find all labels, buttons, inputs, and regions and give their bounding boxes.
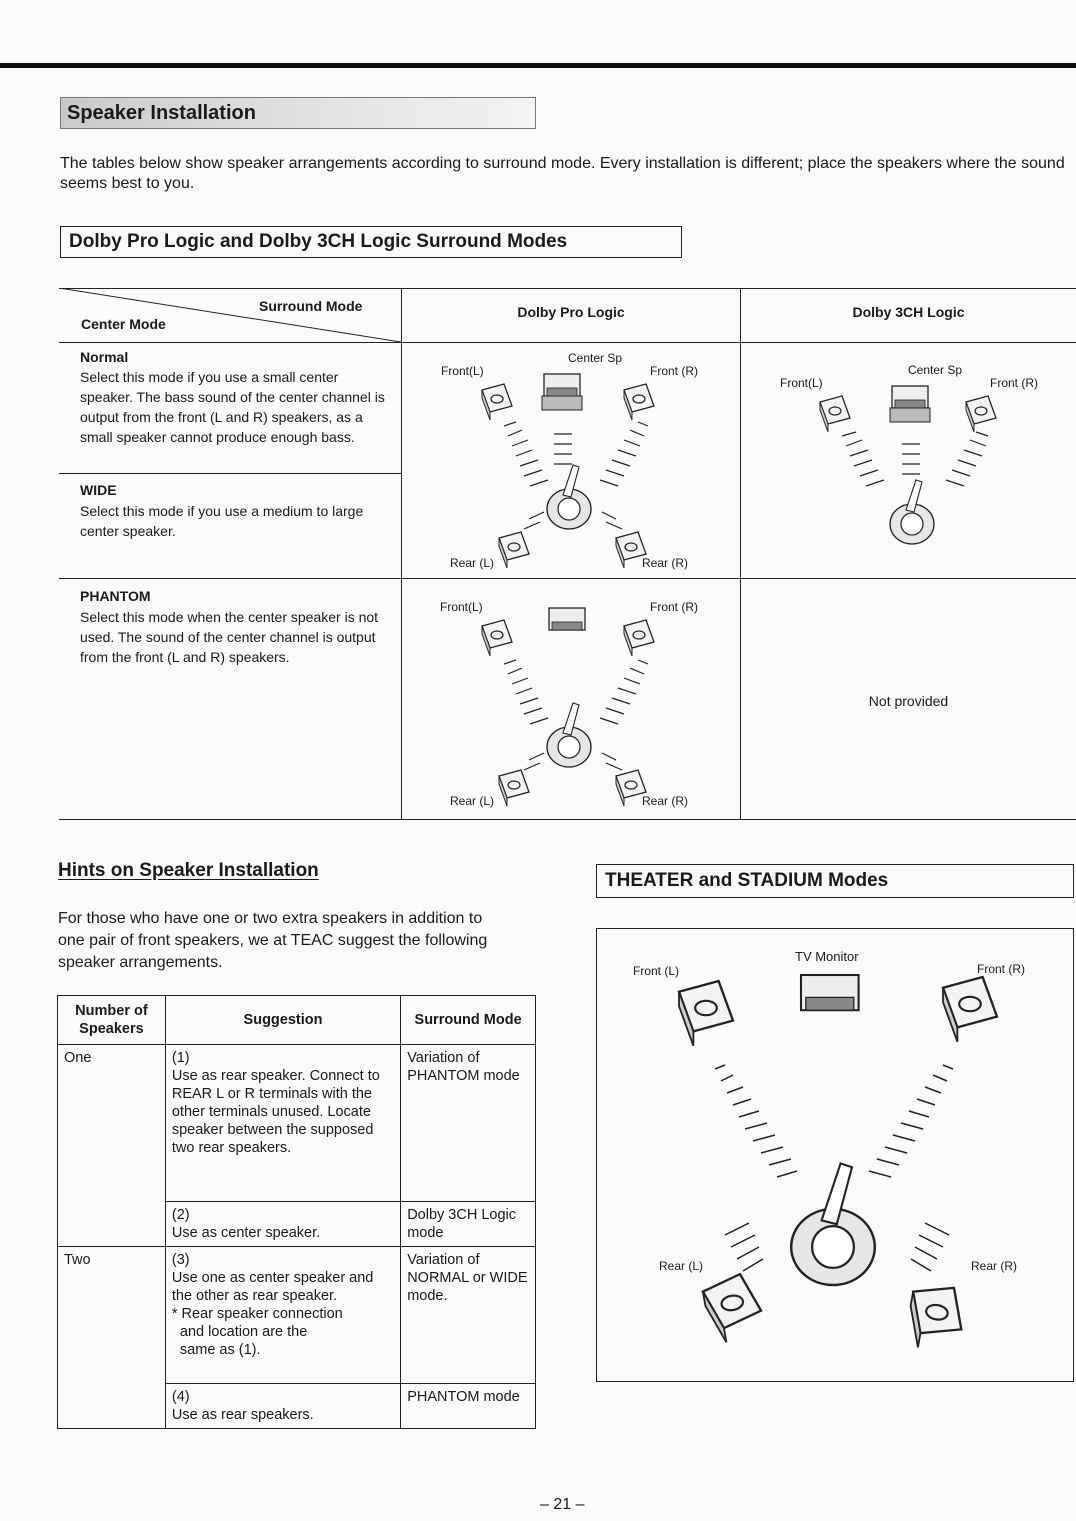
col-dolby-pro-logic: Dolby Pro Logic <box>402 304 740 320</box>
label-rear-l: Rear (L) <box>450 556 494 570</box>
center-speaker-icon <box>890 408 930 422</box>
mode-desc-wide: Select this mode if you use a medium to … <box>80 501 385 541</box>
speaker-rear-l-icon <box>701 1272 765 1345</box>
hints-paragraph: For those who have one or two extra spea… <box>58 908 508 974</box>
label-front-l: Front(L) <box>441 364 484 378</box>
speaker-rear-r-icon <box>904 1281 968 1354</box>
label-tv-monitor: TV Monitor <box>795 949 859 964</box>
cell-suggestion: (1) Use as rear speaker. Connect to REAR… <box>165 1045 400 1202</box>
table-rule <box>401 288 402 820</box>
speaker-front-l-icon <box>679 981 733 1046</box>
cell-mode: Dolby 3CH Logic mode <box>401 1202 536 1247</box>
theater-diagram-box: TV Monitor Front (L) Front (R) Rear (L) … <box>596 928 1074 1382</box>
label-front-r: Front (R) <box>650 600 698 614</box>
cell-suggestion: (4) Use as rear speakers. <box>165 1384 400 1429</box>
listener-icon <box>890 480 934 544</box>
label-rear-r: Rear (R) <box>642 556 688 570</box>
table-rule <box>740 288 741 820</box>
mode-title-normal: Normal <box>80 347 128 367</box>
page-number: – 21 – <box>540 1496 584 1514</box>
hints-title: Hints on Speaker Installation <box>58 860 319 882</box>
table-rule <box>59 473 401 474</box>
label-front-r: Front (R) <box>990 376 1038 390</box>
speaker-front-l-icon <box>482 384 512 420</box>
cell-suggestion: (3) Use one as center speaker and the ot… <box>165 1247 400 1384</box>
tv-icon <box>544 374 580 396</box>
center-speaker-icon <box>542 396 582 410</box>
label-front-l: Front(L) <box>440 600 483 614</box>
cell-suggestion: (2) Use as center speaker. <box>165 1202 400 1247</box>
speaker-front-r-icon <box>966 396 996 432</box>
label-rear-r: Rear (R) <box>642 794 688 808</box>
theater-stadium-heading: THEATER and STADIUM Modes <box>596 864 1074 898</box>
theater-diagram <box>597 929 1073 1381</box>
table-row: One (1) Use as rear speaker. Connect to … <box>58 1045 536 1202</box>
speaker-front-l-icon <box>820 396 850 432</box>
corner-surround-mode: Surround Mode <box>259 296 362 316</box>
cell-mode: Variation of NORMAL or WIDE mode. <box>401 1247 536 1384</box>
top-rule <box>0 63 1076 68</box>
corner-center-mode: Center Mode <box>81 314 166 334</box>
label-front-r: Front (R) <box>650 364 698 378</box>
mode-desc-phantom: Select this mode when the center speaker… <box>80 607 385 667</box>
cell-number: One <box>58 1045 166 1247</box>
cell-mode: Variation of PHANTOM mode <box>401 1045 536 1202</box>
tv-monitor-icon <box>801 975 859 1010</box>
mode-title-wide: WIDE <box>80 480 117 500</box>
listener-icon <box>547 465 591 529</box>
table-header-row: Number of Speakers Suggestion Surround M… <box>58 996 536 1045</box>
speaker-rear-l-icon <box>499 532 529 568</box>
speaker-front-r-icon <box>943 977 997 1042</box>
label-rear-l: Rear (L) <box>450 794 494 808</box>
header-suggestion: Suggestion <box>165 996 400 1045</box>
dolby-modes-heading: Dolby Pro Logic and Dolby 3CH Logic Surr… <box>60 226 682 258</box>
col-dolby-3ch-logic: Dolby 3CH Logic <box>741 304 1076 320</box>
label-center-sp: Center Sp <box>908 363 962 377</box>
table-rule <box>59 819 1076 820</box>
cell-number: Two <box>58 1247 166 1429</box>
phantom-diagram <box>404 592 738 814</box>
label-rear-l: Rear (L) <box>659 1259 703 1273</box>
speaker-front-r-icon <box>624 384 654 420</box>
table-row: Two (3) Use one as center speaker and th… <box>58 1247 536 1384</box>
section-title: Speaker Installation <box>60 97 536 129</box>
header-number: Number of Speakers <box>58 996 166 1045</box>
tv-icon <box>892 386 928 408</box>
speaker-front-r-icon <box>624 620 654 656</box>
label-front-r: Front (R) <box>977 962 1025 976</box>
suggestion-table: Number of Speakers Suggestion Surround M… <box>57 995 536 1429</box>
label-front-l: Front(L) <box>780 376 823 390</box>
label-rear-r: Rear (R) <box>971 1259 1017 1273</box>
label-center-sp: Center Sp <box>568 351 622 365</box>
speaker-rear-l-icon <box>499 770 529 806</box>
speaker-front-l-icon <box>482 620 512 656</box>
header-mode: Surround Mode <box>401 996 536 1045</box>
listener-icon <box>547 703 591 767</box>
label-front-l: Front (L) <box>633 964 679 978</box>
listener-icon <box>791 1163 875 1285</box>
mode-desc-normal: Select this mode if you use a small cent… <box>80 367 385 447</box>
intro-paragraph: The tables below show speaker arrangemen… <box>60 154 1076 194</box>
pro-logic-diagram <box>404 344 738 576</box>
mode-title-phantom: PHANTOM <box>80 586 151 606</box>
tv-icon <box>549 608 585 630</box>
table-rule <box>59 578 1076 579</box>
cell-mode: PHANTOM mode <box>401 1384 536 1429</box>
not-provided-text: Not provided <box>741 691 1076 711</box>
sound-waves-icon <box>842 432 988 486</box>
